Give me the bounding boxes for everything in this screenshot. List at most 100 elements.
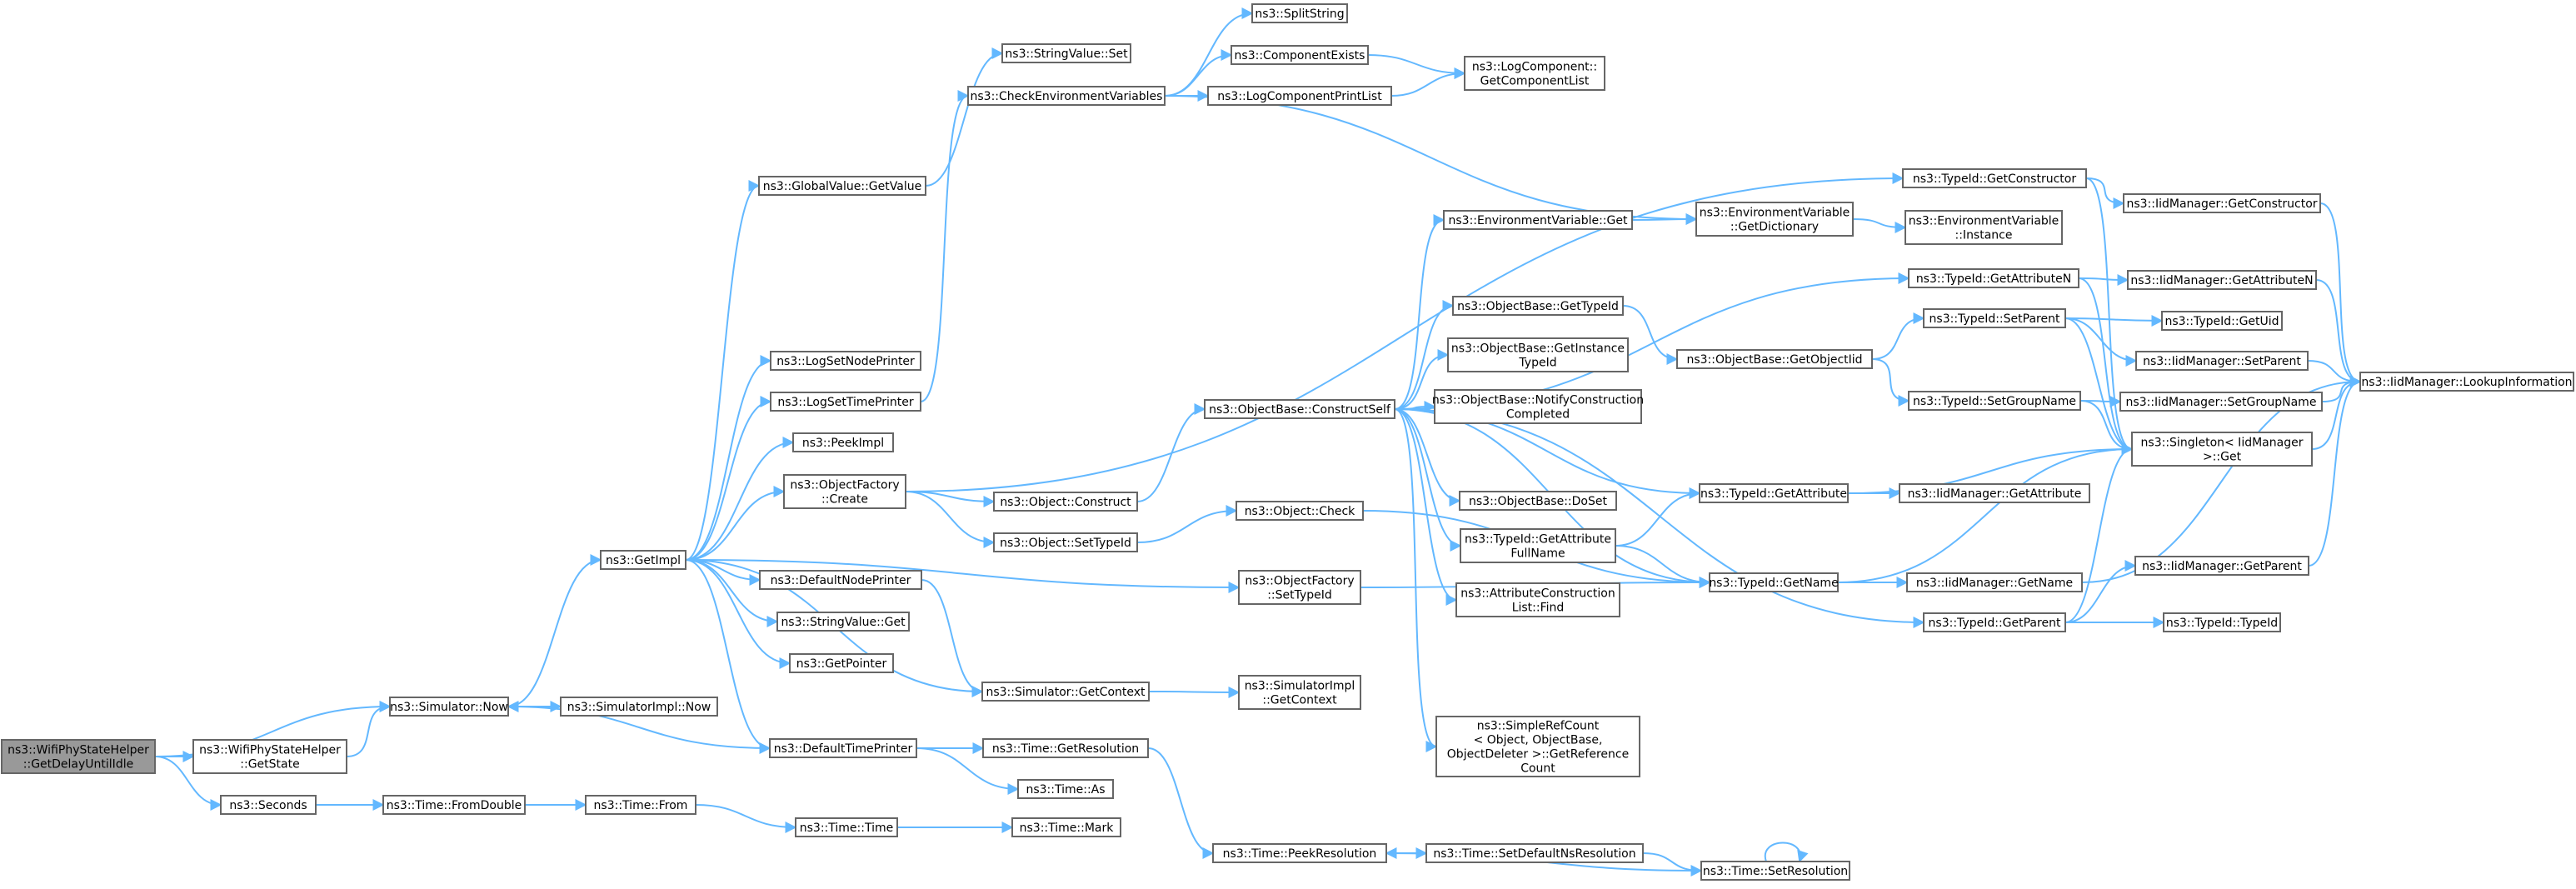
node-log-set-node-printer[interactable]: ns3::LogSetNodePrinter [770,351,921,371]
edge-tid-get-constructor-to-singleton-get [2085,177,2134,455]
node-wifi-get-state[interactable]: ns3::WifiPhyStateHelper::GetState [192,739,347,774]
node-default-time-printer[interactable]: ns3::DefaultTimePrinter [769,738,917,758]
node-label: ObjectDeleter >::GetReference [1447,748,1629,762]
node-env-var-get-dict[interactable]: ns3::EnvironmentVariable::GetDictionary [1695,202,1854,237]
node-seconds[interactable]: ns3::Seconds [220,795,317,815]
node-box [2131,432,2313,467]
node-check-env[interactable]: ns3::CheckEnvironmentVariables [967,86,1166,106]
node-peek-impl[interactable]: ns3::PeekImpl [792,432,894,452]
edge-get-impl-to-gv-get-value [685,180,761,561]
node-string-value-set[interactable]: ns3::StringValue::Set [1001,43,1131,63]
node-label: ns3::GetPointer [796,657,887,671]
node-ob-construct-self[interactable]: ns3::ObjectBase::ConstructSelf [1204,399,1395,419]
edge-time-set-resolution-to-time-set-resolution [1764,842,1809,863]
node-label: ns3::SimulatorImpl::Now [567,701,711,714]
node-label: ns3::LogComponent:: [1472,61,1597,74]
node-box [789,653,894,673]
node-tid-get-attribute-n[interactable]: ns3::TypeId::GetAttributeN [1908,268,2079,288]
node-iid-get-attribute[interactable]: ns3::IidManager::GetAttribute [1899,483,2090,503]
edge-iid-get-attribute-n-to-iid-lookup-info [2315,279,2362,387]
node-time-mark[interactable]: ns3::Time::Mark [1011,817,1121,837]
node-time-peek-resolution[interactable]: ns3::Time::PeekResolution [1212,843,1387,863]
node-log-comp-get-list[interactable]: ns3::LogComponent::GetComponentList [1464,56,1605,91]
node-time-as[interactable]: ns3::Time::As [1017,779,1114,799]
node-box [770,351,921,371]
node-default-node-printer[interactable]: ns3::DefaultNodePrinter [759,570,922,590]
node-obj-set-type-id[interactable]: ns3::Object::SetTypeId [993,532,1138,552]
node-box [776,612,910,632]
node-iid-get-name[interactable]: ns3::IidManager::GetName [1906,572,2083,592]
node-from-double[interactable]: ns3::Time::FromDouble [382,795,526,815]
node-tid-type-id[interactable]: ns3::TypeId::TypeId [2163,612,2281,632]
node-iid-get-parent[interactable]: ns3::IidManager::GetParent [2134,556,2309,576]
node-get-impl[interactable]: ns3::GetImpl [600,550,686,570]
node-box [2161,311,2283,331]
node-singleton-get[interactable]: ns3::Singleton< IidManager>::Get [2131,432,2313,467]
node-simple-ref-count[interactable]: ns3::SimpleRefCount< Object, ObjectBase,… [1435,716,1640,777]
node-tid-get-attribute[interactable]: ns3::TypeId::GetAttribute [1699,483,1849,503]
edge-obj-construct-to-ob-construct-self [1136,403,1206,502]
node-sim-get-context[interactable]: ns3::Simulator::GetContext [981,682,1150,702]
node-tid-get-constructor[interactable]: ns3::TypeId::GetConstructor [1902,168,2087,188]
node-label: ns3::Object::Check [1245,505,1355,518]
node-of-create[interactable]: ns3::ObjectFactory::Create [783,474,906,509]
node-env-var-instance[interactable]: ns3::EnvironmentVariable::Instance [1905,210,2063,245]
node-get-pointer[interactable]: ns3::GetPointer [789,653,894,673]
node-string-value-get[interactable]: ns3::StringValue::Get [776,612,910,632]
node-gv-get-value[interactable]: ns3::GlobalValue::GetValue [758,176,926,196]
node-box [192,739,347,774]
node-iid-get-attribute-n[interactable]: ns3::IidManager::GetAttributeN [2127,270,2317,290]
edge-check-env-to-env-var-get-dict [1164,95,1698,225]
node-label: ns3::PeekImpl [802,437,884,450]
node-tid-get-parent[interactable]: ns3::TypeId::GetParent [1923,612,2066,632]
edge-obj-set-type-id-to-obj-check [1136,505,1238,543]
node-iid-lookup-info[interactable]: ns3::IidManager::LookupInformation [2359,372,2574,392]
node-sim-impl-now[interactable]: ns3::SimulatorImpl::Now [560,697,718,717]
node-of-set-type-id[interactable]: ns3::ObjectFactory::SetTypeId [1238,570,1361,605]
node-ob-get-object-iid[interactable]: ns3::ObjectBase::GetObjectIid [1676,349,1873,369]
node-tid-set-parent[interactable]: ns3::TypeId::SetParent [1923,308,2066,328]
node-label: ns3::WifiPhyStateHelper [7,744,149,757]
node-tid-set-group-name[interactable]: ns3::TypeId::SetGroupName [1908,391,2081,411]
node-tid-get-name[interactable]: ns3::TypeId::GetName [1709,572,1839,592]
node-time-set-resolution[interactable]: ns3::Time::SetResolution [1700,861,1850,881]
node-iid-set-group-name[interactable]: ns3::IidManager::SetGroupName [2119,392,2323,412]
node-ob-do-set[interactable]: ns3::ObjectBase::DoSet [1459,491,1617,511]
node-time-set-default-ns-res[interactable]: ns3::Time::SetDefaultNsResolution [1425,843,1644,863]
node-iid-set-parent[interactable]: ns3::IidManager::SetParent [2135,351,2309,371]
node-box [1676,349,1873,369]
node-tid-get-uid[interactable]: ns3::TypeId::GetUid [2161,311,2283,331]
node-box [2119,392,2323,412]
node-log-set-time-printer[interactable]: ns3::LogSetTimePrinter [770,392,921,412]
node-obj-construct[interactable]: ns3::Object::Construct [993,492,1138,512]
edge-iid-get-name-to-iid-lookup-info [2081,376,2362,583]
node-time-from[interactable]: ns3::Time::From [585,795,696,815]
node-label: ns3::Time::From [594,799,688,812]
node-box [1,739,156,774]
node-box [1902,168,2087,188]
node-label: ::GetState [240,758,299,772]
node-iid-get-constructor[interactable]: ns3::IidManager::GetConstructor [2123,193,2321,213]
node-time-get-resolution[interactable]: ns3::Time::GetResolution [982,738,1149,758]
edge-get-impl-to-log-set-time-printer [685,396,772,561]
node-label: FullName [1510,547,1565,561]
node-env-var-get[interactable]: ns3::EnvironmentVariable::Get [1443,210,1633,230]
node-component-exists[interactable]: ns3::ComponentExists [1231,45,1369,65]
node-time-time[interactable]: ns3::Time::Time [795,817,898,837]
node-ob-get-type-id[interactable]: ns3::ObjectBase::GetTypeId [1452,296,1624,316]
node-box [1709,572,1839,592]
node-log-component-print-list[interactable]: ns3::LogComponentPrintList [1207,86,1392,106]
node-split-string[interactable]: ns3::SplitString [1251,3,1348,23]
node-sim-impl-get-context[interactable]: ns3::SimulatorImpl::GetContext [1238,675,1361,710]
edge-time-get-resolution-to-time-peek-resolution [1147,747,1215,859]
node-sim-now[interactable]: ns3::Simulator::Now [389,697,509,717]
node-obj-check[interactable]: ns3::Object::Check [1236,501,1364,521]
node-label: ns3::Seconds [229,799,307,812]
node-label: ns3::Time::GetResolution [992,742,1139,756]
node-ob-notify-construction[interactable]: ns3::ObjectBase::NotifyConstructionCompl… [1432,389,1644,424]
node-label: ::GetContext [1262,694,1337,707]
root-node[interactable]: ns3::WifiPhyStateHelper::GetDelayUntilId… [1,739,156,774]
